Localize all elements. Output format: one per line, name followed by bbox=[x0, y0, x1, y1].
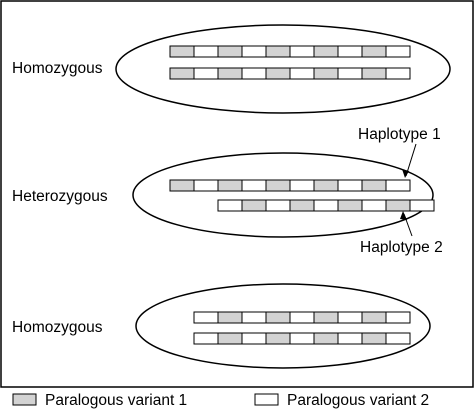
strand-segment-v1 bbox=[313, 332, 339, 345]
strand-segment-v2 bbox=[241, 332, 267, 345]
strand-segment-v1 bbox=[169, 67, 195, 80]
strand-segment-v1 bbox=[265, 311, 291, 324]
strand-segment-v2 bbox=[337, 332, 363, 345]
strand-segment-v1 bbox=[265, 179, 291, 192]
strand-segment-v1 bbox=[241, 199, 267, 212]
strand-segment-v2 bbox=[385, 332, 411, 345]
strand-segment-v1 bbox=[265, 67, 291, 80]
strand-segment-v1 bbox=[217, 332, 243, 345]
panel-2-ellipse bbox=[132, 152, 434, 238]
strand-segment-v2 bbox=[193, 67, 219, 80]
strand-segment-v2 bbox=[241, 45, 267, 58]
panel-3-strands bbox=[193, 311, 411, 345]
strand-segment-v1 bbox=[337, 199, 363, 212]
haplotype-2-arrowhead bbox=[400, 211, 407, 220]
diagram-frame bbox=[0, 0, 474, 388]
strand-segment-v2 bbox=[289, 67, 315, 80]
strand-segment-v2 bbox=[385, 45, 411, 58]
strand-segment-v2 bbox=[193, 311, 219, 324]
strand-segment-v1 bbox=[289, 199, 315, 212]
strand-segment-v2 bbox=[385, 67, 411, 80]
strand-segment-v1 bbox=[217, 67, 243, 80]
panel-3-ellipse bbox=[135, 283, 431, 369]
strand-segment-v2 bbox=[241, 311, 267, 324]
strand-segment-v2 bbox=[193, 332, 219, 345]
strand-segment-v1 bbox=[361, 311, 387, 324]
strand-segment-v2 bbox=[217, 199, 243, 212]
panel-1-ellipse bbox=[115, 24, 451, 114]
legend-swatch-variant-2 bbox=[254, 393, 279, 406]
strand-segment-v2 bbox=[289, 332, 315, 345]
strand-segment-v1 bbox=[313, 67, 339, 80]
strand-segment-v1 bbox=[361, 179, 387, 192]
strand-segment-v2 bbox=[385, 179, 411, 192]
strand-segment-v2 bbox=[289, 311, 315, 324]
panel-2-label: Heterozygous bbox=[12, 188, 108, 205]
strand-segment-v1 bbox=[217, 179, 243, 192]
panel-1-label: Homozygous bbox=[12, 60, 103, 77]
strand-segment-v1 bbox=[217, 311, 243, 324]
strand-segment-v2 bbox=[193, 45, 219, 58]
panel-1-strands bbox=[169, 45, 411, 80]
strand-segment-v1 bbox=[169, 179, 195, 192]
legend-label-variant-1: Paralogous variant 1 bbox=[45, 392, 187, 409]
strand-segment-v2 bbox=[337, 67, 363, 80]
strand-segment-v2 bbox=[289, 179, 315, 192]
strand-segment-v2 bbox=[313, 199, 339, 212]
strand-segment-v2 bbox=[241, 179, 267, 192]
strand-segment-v1 bbox=[313, 311, 339, 324]
haplotype-2-callout: Haplotype 2 bbox=[360, 239, 443, 256]
strand-segment-v2 bbox=[409, 199, 435, 212]
strand-segment-v2 bbox=[241, 67, 267, 80]
strand-segment-v2 bbox=[265, 199, 291, 212]
strand-segment-v1 bbox=[265, 332, 291, 345]
strand-segment-v1 bbox=[169, 45, 195, 58]
strand-segment-v1 bbox=[313, 45, 339, 58]
panel-2-strands bbox=[169, 179, 435, 212]
strand-segment-v1 bbox=[361, 332, 387, 345]
strand-segment-v1 bbox=[361, 45, 387, 58]
haplotype-1-callout: Haplotype 1 bbox=[358, 126, 441, 143]
haplotype-1-arrowhead bbox=[402, 169, 409, 178]
strand-segment-v2 bbox=[337, 179, 363, 192]
strand-segment-v2 bbox=[193, 179, 219, 192]
strand-segment-v1 bbox=[265, 45, 291, 58]
legend-label-variant-2: Paralogous variant 2 bbox=[287, 392, 429, 409]
strand-segment-v2 bbox=[361, 199, 387, 212]
strand-segment-v2 bbox=[289, 45, 315, 58]
strand-segment-v1 bbox=[313, 179, 339, 192]
strand-segment-v1 bbox=[361, 67, 387, 80]
strand-segment-v2 bbox=[385, 311, 411, 324]
legend-swatch-variant-1 bbox=[12, 393, 37, 406]
strand-segment-v2 bbox=[337, 311, 363, 324]
panel-3-label: Homozygous bbox=[12, 319, 103, 336]
strand-segment-v1 bbox=[385, 199, 411, 212]
strand-segment-v1 bbox=[217, 45, 243, 58]
strand-segment-v2 bbox=[337, 45, 363, 58]
